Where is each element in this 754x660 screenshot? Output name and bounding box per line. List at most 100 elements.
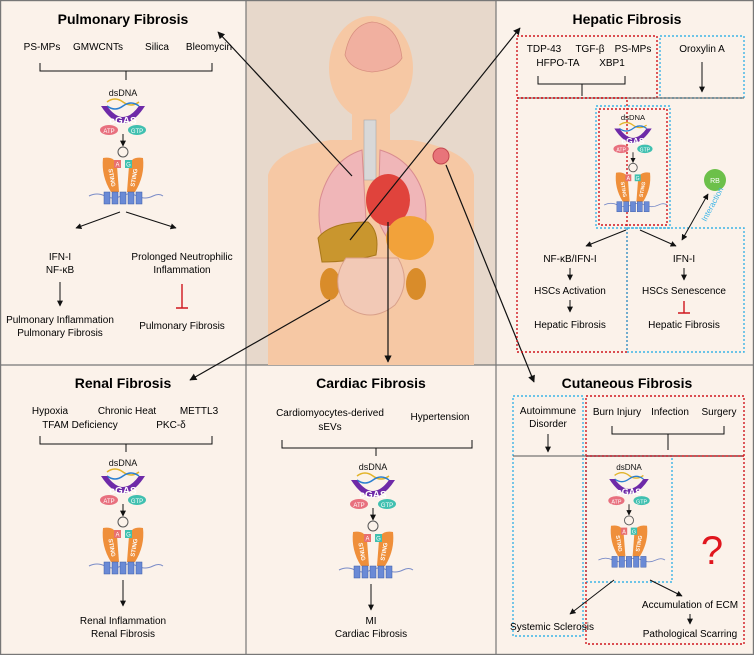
a-block (114, 160, 121, 168)
sting-right-label: STING (130, 538, 139, 557)
sting-left-label: STING (106, 538, 115, 557)
a-block (114, 530, 121, 538)
cgas-shape (614, 128, 652, 143)
cgamp-ring (624, 515, 634, 526)
a-label: A (622, 529, 626, 535)
membrane-channel (611, 556, 618, 568)
membrane-channel (361, 565, 369, 579)
cgamp-ring (117, 146, 129, 158)
cgas-shape (101, 106, 145, 123)
renal-section: Renal Fibrosis Hypoxia Chronic Heat METT… (32, 375, 219, 640)
membrane-channel (643, 201, 650, 213)
arrow-to-pulmonary (217, 31, 353, 177)
membrane-channel (353, 565, 361, 579)
hepatic-inhibit (678, 301, 690, 314)
dsdna-label: dsDNA (359, 462, 388, 472)
membrane-channel (377, 565, 385, 579)
a-label: A (115, 163, 119, 169)
cutaneous-trigger-surgery: Surgery (701, 407, 736, 418)
cutaneous-trigger-infection: Infection (651, 407, 689, 418)
hepatic-trigger-tgfb: TGF-β (575, 44, 604, 55)
membrane-channel (119, 191, 127, 205)
cardiac-result-1: MI (365, 616, 376, 627)
hepatic-right-1: IFN-I (673, 254, 695, 265)
pulmonary-trigger-psmps: PS-MPs (24, 42, 61, 53)
membrane-channel (111, 561, 119, 575)
membrane-channel (640, 556, 647, 568)
membrane-channel (111, 191, 119, 205)
cutaneous-left-result: Systemic Sclerosis (510, 622, 594, 633)
cgas-label: cGAS (109, 116, 137, 127)
pulmonary-left-result-1: Pulmonary Inflammation (6, 315, 114, 326)
brain (344, 21, 403, 73)
g-block (634, 174, 641, 182)
atp-oval (350, 499, 368, 509)
membrane-channel (618, 556, 625, 568)
dna-strand-2 (106, 472, 140, 480)
cutaneous-title: Cutaneous Fibrosis (562, 375, 693, 391)
renal-trigger-pkc: PKC-δ (156, 420, 186, 431)
sting-right-label: STING (380, 542, 389, 561)
hepatic-right-3: Hepatic Fibrosis (648, 320, 720, 331)
cgas-label: cGAS (109, 486, 137, 497)
atp-label: ATP (103, 129, 114, 135)
panel-pulmonary (0, 0, 246, 365)
a-block (620, 527, 628, 535)
skin-patch (432, 147, 450, 165)
atp-oval (100, 125, 118, 135)
membrane-channel (633, 556, 640, 568)
membrane-channel (626, 556, 632, 568)
dsdna-label: dsDNA (109, 88, 138, 98)
renal-title: Renal Fibrosis (75, 375, 172, 391)
membrane-channel (127, 561, 135, 575)
hepatic-trigger-hfpota: HFPO-TA (536, 58, 579, 69)
hepatic-trigger-tdp43: TDP-43 (527, 44, 562, 55)
g-label: G (636, 176, 640, 182)
g-label: G (126, 163, 131, 169)
pulmonary-trigger-bleomycin: Bleomycin (186, 42, 232, 53)
hepatic-right-box (626, 227, 745, 353)
membrane-channel (637, 201, 643, 213)
renal-result-1: Renal Inflammation (80, 616, 166, 627)
cutaneous-autoimmune-2: Disorder (529, 419, 567, 430)
hepatic-left-2: HSCs Activation (534, 286, 606, 297)
sting-right-label: STING (635, 535, 644, 552)
stomach (386, 216, 434, 260)
membrane-channel (369, 565, 377, 579)
g-block (375, 534, 382, 542)
hepatic-left-3: Hepatic Fibrosis (534, 320, 606, 331)
dna-strand-1 (106, 98, 140, 106)
membrane-channel (135, 191, 143, 205)
atp-oval (100, 495, 118, 505)
gtp-label: GTP (381, 503, 393, 509)
sting-left-label: STING (356, 542, 365, 561)
cutaneous-section: Cutaneous Fibrosis Autoimmune Disorder B… (510, 375, 745, 645)
pulmonary-left-result-2: Pulmonary Fibrosis (17, 328, 103, 339)
cgas-shape (351, 480, 395, 497)
hepatic-pathway-box-red (598, 108, 668, 226)
pulmonary-bracket (39, 63, 213, 80)
cutaneous-blue-box (512, 395, 584, 637)
dna-strand-2 (614, 475, 644, 483)
g-label: G (376, 537, 381, 543)
kidney-left (320, 268, 340, 300)
pulmonary-title: Pulmonary Fibrosis (58, 11, 189, 27)
gtp-oval (128, 495, 146, 505)
cgas-label: cGAS (359, 490, 387, 501)
cardiac-trigger-1a: Cardiomyocytes-derived (276, 408, 384, 419)
gtp-label: GTP (640, 147, 651, 153)
membrane-channel (630, 201, 636, 213)
dsdna-label: dsDNA (621, 113, 646, 122)
cgamp-ring (117, 516, 129, 528)
atp-label: ATP (353, 503, 364, 509)
cardiac-section: Cardiac Fibrosis Cardiomyocytes-derived … (276, 375, 473, 640)
pulmonary-left-out-1: IFN-I (49, 252, 71, 263)
atp-label: ATP (103, 499, 114, 505)
cardiac-trigger-1b: sEVs (318, 422, 341, 433)
cgas-shape (609, 479, 649, 495)
